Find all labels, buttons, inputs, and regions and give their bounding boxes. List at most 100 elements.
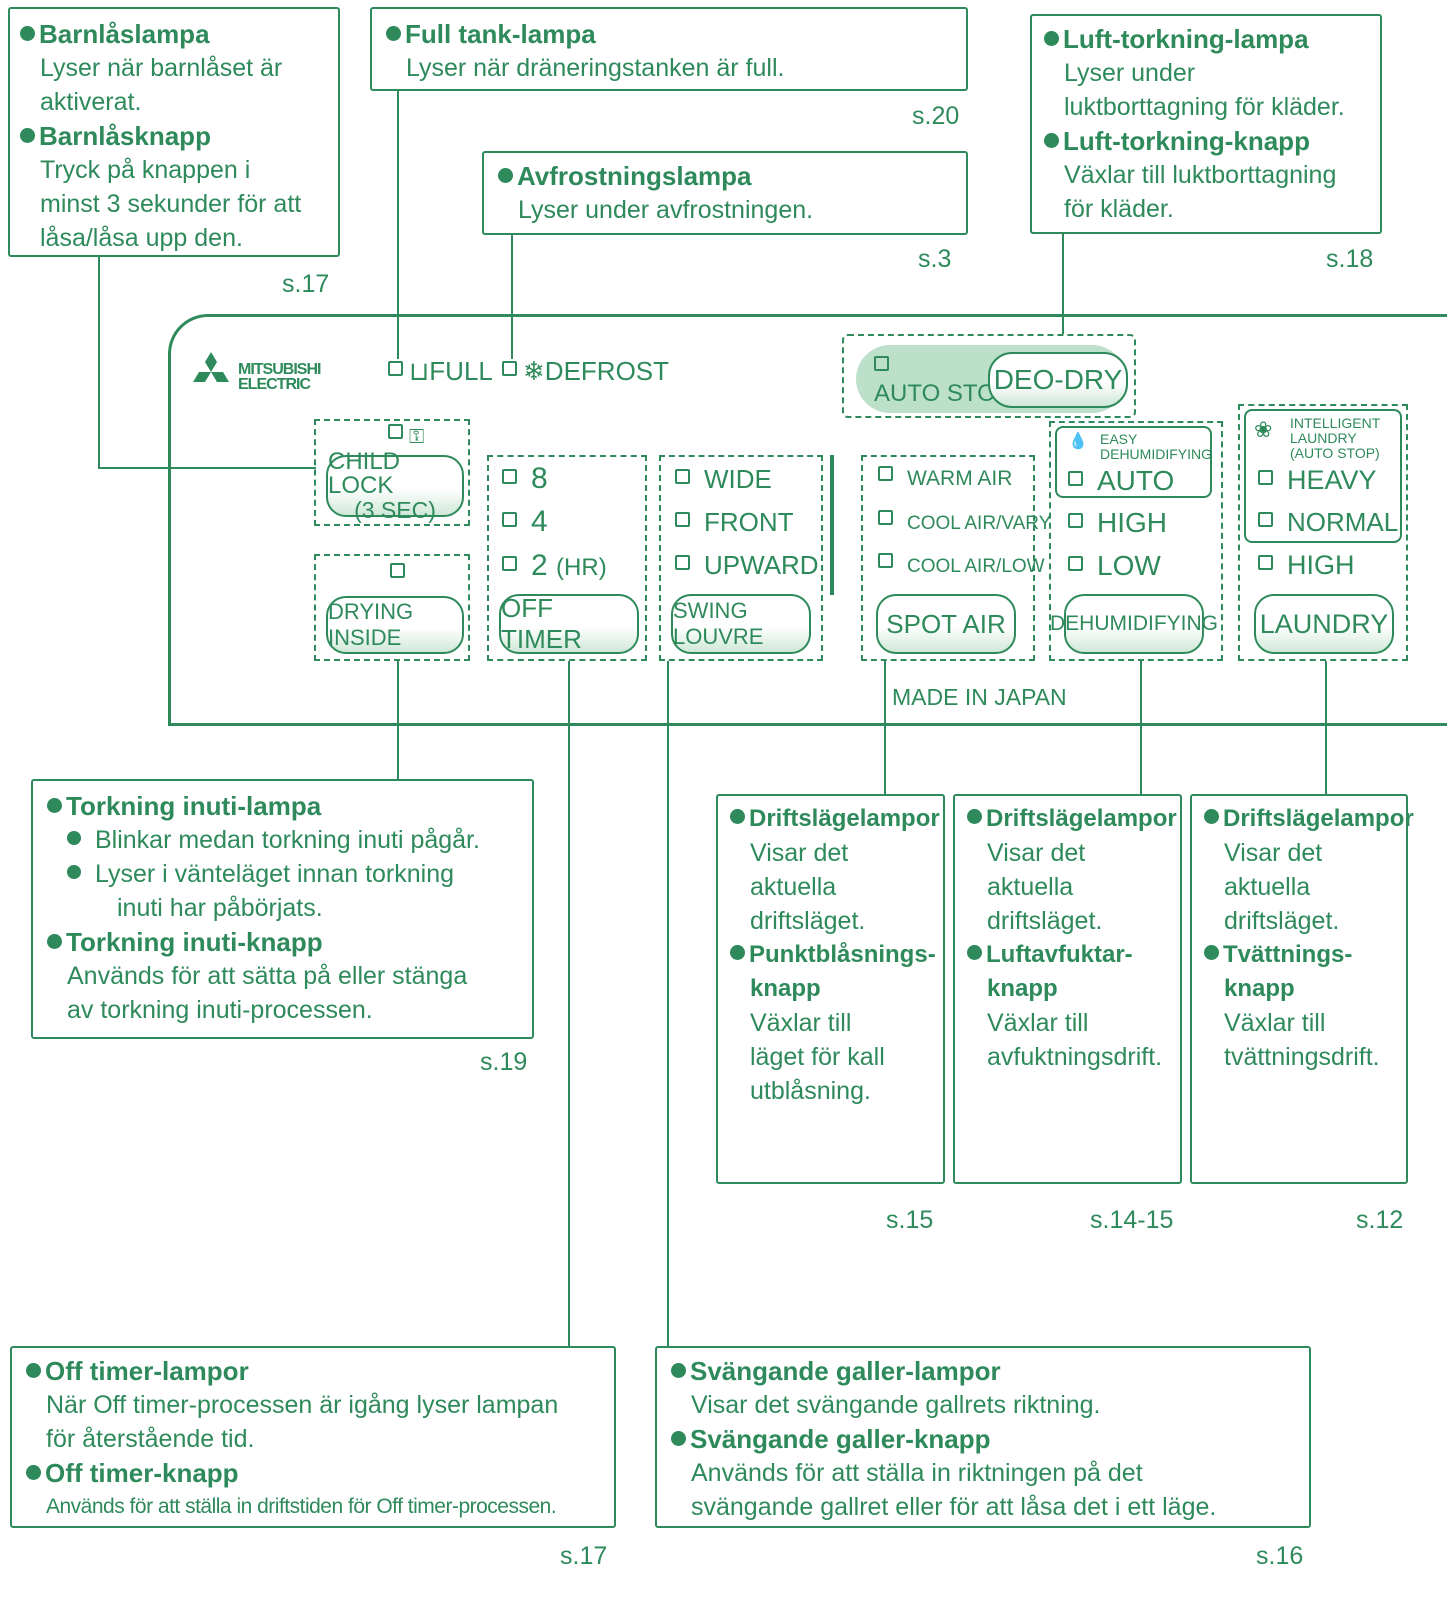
intelligent-laundry-label: ❀ INTELLIGENT LAUNDRY (AUTO STOP) [1254,415,1381,461]
connector-line [1140,661,1142,794]
off-timer-callout: Off timer-lampor När Off timer-processen… [10,1346,616,1528]
callout-text: Lyser under luktborttagning för kläder. [1064,59,1345,121]
mode-lamp-cool-vary: COOL AIR/VARY [878,510,1051,535]
lamp-indicator [502,512,517,527]
louvre-lamp-upward: UPWARD [675,550,819,581]
air-dry-callout: Luft-torkning-lampa Lyser under luktbort… [1030,14,1382,234]
callout-text: Lyser när dräneringstanken är full. [406,54,785,82]
made-in-label: MADE IN JAPAN [892,684,1067,710]
lamp-indicator [878,553,893,568]
bullet-icon [26,1363,41,1378]
lamp-indicator [1258,470,1273,485]
bullet-icon [671,1363,686,1378]
lamp-indicator [675,555,690,570]
timer-lamp-4: 4 [502,505,548,539]
callout-title: Svängande galler-knapp [690,1424,991,1454]
page-ref: s.15 [886,1206,934,1234]
bullet-icon [47,798,62,813]
callout-text: Växlar till tvättningsdrift. [1224,1009,1380,1071]
bullet-icon [1044,31,1059,46]
drying-inside-button[interactable]: DRYING INSIDE [326,596,464,654]
lamp-indicator [502,469,517,484]
callout-title: Luft-torkning-knapp [1063,126,1310,156]
mode-lamp-warm-air: WARM AIR [878,466,1012,491]
lamp-indicator [1068,471,1083,486]
lamp-indicator [675,469,690,484]
spot-air-group [861,455,1035,661]
dehumidifying-group [1049,421,1223,661]
laundry-callout: Driftslägelampor Visar det aktuella drif… [1190,794,1414,1184]
callout-text: Visar det aktuella driftsläget. [1224,839,1340,935]
full-tank-callout: Full tank-lampa Lyser när dräneringstank… [370,7,968,91]
bullet-icon [730,945,745,960]
three-diamonds-icon [193,352,229,382]
callout-text: Växlar till avfuktningsdrift. [987,1009,1163,1071]
off-timer-group [487,455,647,661]
callout-text: Används för att sätta på eller stänga av… [67,962,468,1024]
connector-line [667,661,669,1346]
callout-title: Barnlåsknapp [39,121,211,151]
callout-text: Visar det svängande gallrets riktning. [691,1391,1101,1419]
bullet-icon [1044,133,1059,148]
child-lock-button[interactable]: CHILD LOCK (3 SEC) [326,450,464,522]
spot-air-callout: Driftslägelampor Visar det aktuella drif… [716,794,945,1184]
defrost-callout: Avfrostningslampa Lyser under avfrostnin… [482,151,968,235]
deo-dry-group [842,334,1136,418]
bullet-icon [730,809,745,824]
lamp-indicator [1068,556,1083,571]
page-ref: s.20 [912,102,960,130]
bullet-icon [67,831,81,845]
callout-title: Driftslägelampor [986,805,1177,832]
brand-text: MITSUBISHI ELECTRIC [238,361,321,393]
bullet-icon [386,26,401,41]
callout-text: Visar det aktuella driftsläget. [987,839,1103,935]
off-timer-button[interactable]: OFF TIMER [499,593,639,654]
connector-line [511,235,513,359]
dehumidifying-callout: Driftslägelampor Visar det aktuella drif… [953,794,1182,1184]
lamp-indicator [390,563,405,578]
bullet-icon [1204,809,1219,824]
page-ref: s.18 [1326,245,1374,273]
dehumidifying-button[interactable]: DEHUMIDIFYING [1050,594,1218,654]
bullet-icon [26,1465,41,1480]
timer-lamp-2: 2 (HR) [502,549,607,583]
callout-title: Off timer-knapp [45,1458,239,1488]
bullet-icon [967,809,982,824]
callout-text: När Off timer-processen är igång lyser l… [46,1391,559,1453]
connector-line [1062,234,1064,334]
control-panel [168,314,1447,726]
ld-lamp-heavy: HEAVY [1258,465,1377,496]
mitsubishi-logo [188,352,234,397]
callout-text: Tryck på knappen i minst 3 sekunder för … [40,156,302,252]
drying-inside-callout: Torkning inuti-lampa Blinkar medan torkn… [31,779,534,1039]
bullet-icon [47,934,62,949]
bullet-icon [20,128,35,143]
laundry-group [1238,404,1408,661]
spot-air-button[interactable]: SPOT AIR [876,594,1016,654]
dh-lamp-auto: AUTO [1068,465,1174,497]
louvre-lamp-wide: WIDE [675,464,772,495]
callout-title: Full tank-lampa [405,19,596,49]
swing-louvre-group [659,455,823,661]
easy-dehumidifying-label: 💧 EASY DEHUMIDIFYING [1068,431,1212,462]
laundry-button[interactable]: LAUNDRY [1254,594,1394,654]
callout-title: knapp [750,975,821,1002]
lamp-indicator [388,424,403,439]
divider [830,455,834,595]
bullet-icon [20,26,35,41]
lamp-indicator [388,361,403,376]
connector-line [98,257,100,468]
connector-line [397,91,399,359]
dh-lamp-low: LOW [1068,550,1161,582]
swing-louvre-button[interactable]: SWING LOUVRE [671,594,811,654]
callout-title: knapp [1224,975,1295,1002]
callout-title: Punktblåsnings- [749,941,936,968]
callout-text: Används för att ställa in driftstiden fö… [46,1495,557,1518]
timer-lamp-8: 8 [502,462,548,496]
deo-dry-button[interactable]: DEO-DRY [988,352,1128,408]
mode-lamp-cool-low: COOL AIR/LOW [878,553,1045,578]
tank-icon: ⊔ [409,356,430,386]
drying-inside-lamp [390,558,419,589]
lamp-indicator [675,512,690,527]
callout-title: Luftavfuktar- [986,941,1133,968]
